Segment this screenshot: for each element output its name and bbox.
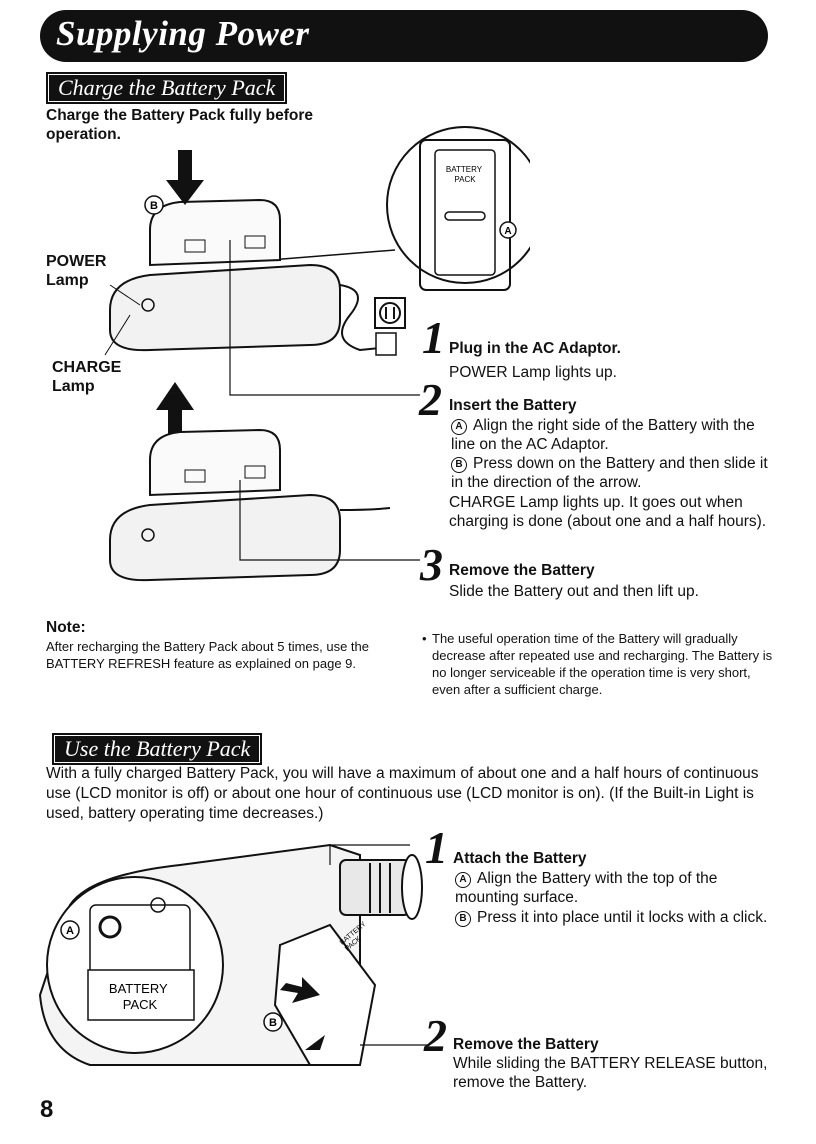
ac-adaptor-upper (109, 263, 341, 352)
zoom2-battery-label: BATTERY PACK (109, 981, 171, 1012)
svg-text:A: A (66, 925, 74, 937)
use-step2-text: While sliding the BATTERY RELEASE button… (453, 1055, 768, 1091)
section-heading-use: Use the Battery Pack (52, 733, 263, 765)
use-step1-number: 1 (425, 822, 448, 873)
step3-text: Slide the Battery out and then lift up. (449, 583, 699, 600)
battery-camcorder (273, 923, 377, 1066)
battery-lower (149, 428, 281, 497)
step2-note: CHARGE Lamp lights up. It goes out when … (449, 494, 767, 530)
use-marker-a-circle: A (455, 872, 471, 888)
note-text: After recharging the Battery Pack about … (46, 639, 370, 671)
marker-b-circle: B (451, 457, 467, 473)
zoom-bp-line2: PACK (454, 175, 476, 184)
use-step1-item-a-text: Align the Battery with the top of the mo… (455, 870, 718, 906)
use-step2-number: 2 (424, 1010, 447, 1061)
bullet-note: • The useful operation time of the Batte… (422, 630, 782, 698)
svg-text:B: B (150, 200, 158, 212)
marker-a-cam (60, 920, 80, 940)
svg-text:A: A (504, 226, 511, 237)
up-arrow (156, 382, 194, 440)
zoom-battery-label: BATTERY PACK (446, 165, 484, 184)
battery-upper (149, 198, 281, 267)
zoom-marker-a (499, 221, 517, 239)
step3-title: Remove the Battery (449, 562, 595, 579)
step2-number: 2 (419, 374, 442, 425)
camcorder-illustration: BATTERY PACK BATTERY PACK A B (38, 843, 430, 1066)
use-intro: With a fully charged Battery Pack, you w… (46, 765, 759, 822)
marker-b-cam (263, 1012, 283, 1032)
zoom-circle-2 (46, 876, 224, 1054)
zoom2-bp-line1: BATTERY (109, 981, 168, 996)
charge-intro: Charge the Battery Pack fully before ope… (46, 107, 314, 143)
step1-number: 1 (422, 312, 445, 363)
title-bar (40, 10, 768, 62)
note-title: Note: (46, 619, 86, 636)
step1-title: Plug in the AC Adaptor. (449, 340, 621, 357)
page-number: 8 (40, 1096, 54, 1123)
charger-illustration: BATTERY PACK A B (104, 126, 530, 582)
release-arrow (280, 977, 320, 1003)
power-lamp-label: POWER Lamp (46, 253, 107, 289)
zoom-bp-line1: BATTERY (446, 165, 483, 174)
use-step1-item-b: B Press it into place until it locks with… (455, 908, 775, 927)
section-heading-charge: Charge the Battery Pack (46, 72, 288, 104)
step2-title: Insert the Battery (449, 397, 577, 414)
zoom2-bp-line2: PACK (123, 997, 158, 1012)
step2-item-a-text: Align the right side of the Battery with… (451, 417, 755, 453)
use-step1-title: Attach the Battery (453, 850, 587, 867)
ac-adaptor-lower (109, 493, 341, 582)
marker-a-circle: A (451, 419, 467, 435)
use-marker-b-circle: B (455, 911, 471, 927)
bullet-text: The useful operation time of the Battery… (432, 631, 773, 697)
step3-number: 3 (420, 539, 443, 590)
page-title: Supplying Power (56, 14, 310, 53)
use-step1-item-b-text: Press it into place until it locks with … (477, 909, 768, 926)
plug (375, 332, 397, 356)
step1-text: POWER Lamp lights up. (449, 364, 617, 381)
lens (339, 859, 411, 916)
charge-lamp-label: CHARGE Lamp (52, 359, 122, 395)
bullet-icon: • (422, 631, 427, 646)
step2-item-b-text: Press down on the Battery and then slide… (451, 455, 768, 491)
use-step2-title: Remove the Battery (453, 1036, 599, 1053)
down-arrow (166, 150, 204, 205)
svg-text:B: B (269, 1017, 277, 1029)
marker-b-upper (144, 195, 164, 215)
